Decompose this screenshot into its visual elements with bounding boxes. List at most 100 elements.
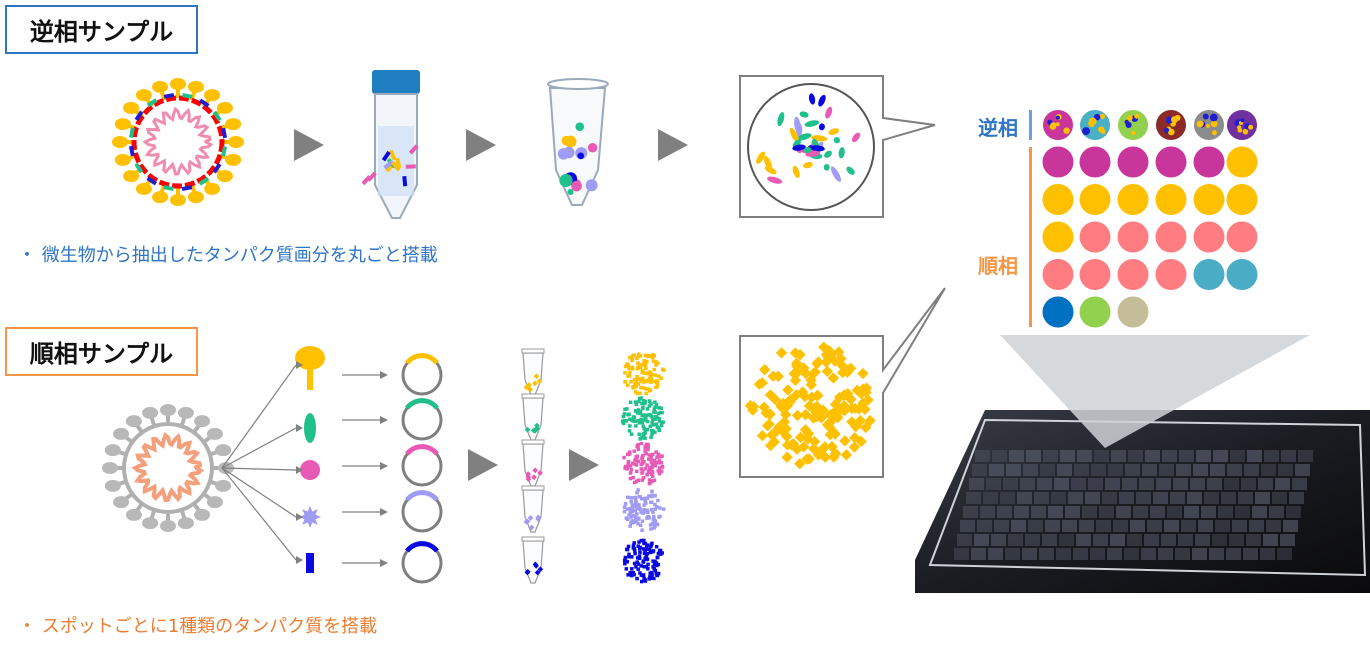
spot-speckle (1124, 119, 1129, 125)
spike-head (125, 508, 142, 521)
array-block (1281, 450, 1296, 462)
single-protein-diamond (833, 391, 846, 404)
membrane-protein (198, 98, 210, 108)
array-block (1193, 464, 1208, 476)
protein-spot-dot (652, 514, 656, 519)
protein-spot-dot (653, 524, 657, 528)
array-block (975, 450, 990, 462)
protein-spot-dot (638, 391, 642, 395)
protein-spot-dot (660, 465, 664, 469)
protein-spot-dot (627, 429, 632, 433)
protein-spot-dot (635, 356, 639, 361)
protein-spot-dot (645, 407, 650, 411)
protein-spot-dot (633, 513, 637, 518)
spike-head (204, 182, 221, 195)
forward-phase-spot (1042, 259, 1074, 290)
protein-spot-dot (651, 559, 655, 563)
array-block (1292, 478, 1307, 490)
protein-spot-dot (634, 519, 638, 523)
protein-spot-dot (650, 420, 654, 425)
spike-head (142, 517, 159, 530)
protein-spot-dot (632, 480, 637, 485)
single-protein-diamond (781, 439, 794, 451)
forward-phase-spot (1193, 184, 1225, 215)
protein-spot-dot (650, 470, 655, 475)
protein-spot-dot (623, 407, 627, 412)
array-block (1125, 464, 1140, 476)
protein-spot-dot (652, 410, 656, 414)
protein-blue-icon (306, 553, 314, 573)
single-protein-diamond (812, 389, 824, 402)
protein-spot-dot (628, 570, 632, 575)
protein-spot-dot (627, 554, 631, 559)
virus-icon (112, 78, 244, 206)
membrane-protein (212, 162, 222, 174)
array-block (1088, 478, 1103, 490)
protein-spot-dot (637, 547, 642, 551)
protein-spot-dot (635, 490, 639, 495)
protein-spot-dot (656, 453, 661, 458)
array-block (980, 506, 995, 518)
reverse-phase-spot (1227, 110, 1257, 140)
single-protein-diamond (774, 399, 787, 411)
spike-head (206, 496, 223, 509)
protein-spot-dot (655, 379, 660, 383)
protein-spot-dot (625, 452, 630, 457)
protein-spot-dot (646, 567, 650, 571)
protein-spot-dot (637, 554, 642, 558)
protein-spot-dot (629, 499, 633, 504)
spike-head (215, 479, 232, 492)
protein-spot-dot (628, 370, 632, 375)
protein-spot-dot (623, 561, 627, 566)
arrowhead (380, 559, 388, 567)
protein-spot-dot (642, 503, 646, 507)
array-block (1147, 520, 1162, 532)
protein-fragment (391, 161, 401, 172)
purified-protein (537, 566, 544, 573)
mixed-protein (777, 112, 785, 127)
microtube-icon (522, 443, 544, 487)
array-block (1142, 464, 1157, 476)
single-protein-diamond (798, 441, 810, 453)
protein-spot-dot (634, 503, 638, 507)
protein-spot-dot (628, 451, 632, 456)
gray-virus-icon (102, 404, 234, 532)
protein-spot-dot (638, 354, 643, 358)
array-block (986, 478, 1001, 490)
spot-speckle (1205, 123, 1211, 128)
array-block (1127, 534, 1142, 546)
array-block (1210, 464, 1225, 476)
forward-phase-spot (1042, 146, 1074, 178)
forward-phase-spot (1155, 146, 1187, 178)
tube-cap-icon (372, 70, 420, 94)
protein-spot-dot (650, 489, 654, 494)
single-protein-diamond (841, 366, 854, 378)
protein-spot-dot (653, 405, 657, 409)
gene-arrow-line (221, 467, 297, 561)
arrow-triangle-icon (468, 449, 498, 481)
spike-head (194, 415, 211, 428)
spike-head (170, 194, 186, 206)
array-block (1244, 464, 1259, 476)
single-protein-diamond (848, 441, 861, 453)
protein-spot-dot (630, 365, 635, 370)
protein-spot-dot (648, 575, 652, 579)
protein-spot-dot (633, 515, 638, 520)
protein-spot-dot (648, 388, 653, 392)
protein-spot-dot (622, 412, 627, 416)
protein-spot-dot (660, 410, 664, 415)
array-block (1283, 520, 1298, 532)
forward-phase-spot (1226, 221, 1258, 253)
protein-spot-dot (635, 506, 640, 511)
protein-spot-dot (650, 462, 655, 467)
array-block (963, 506, 978, 518)
membrane-protein (198, 176, 210, 186)
protein-spot-dot (650, 573, 654, 577)
protein-spot-dot (653, 373, 658, 377)
single-protein-diamond (776, 424, 788, 436)
array-block (1060, 450, 1075, 462)
protein-spot-dot (651, 418, 655, 422)
mixed-protein (851, 132, 861, 143)
spike-head (152, 191, 169, 204)
protein-spot-dot (647, 404, 652, 408)
